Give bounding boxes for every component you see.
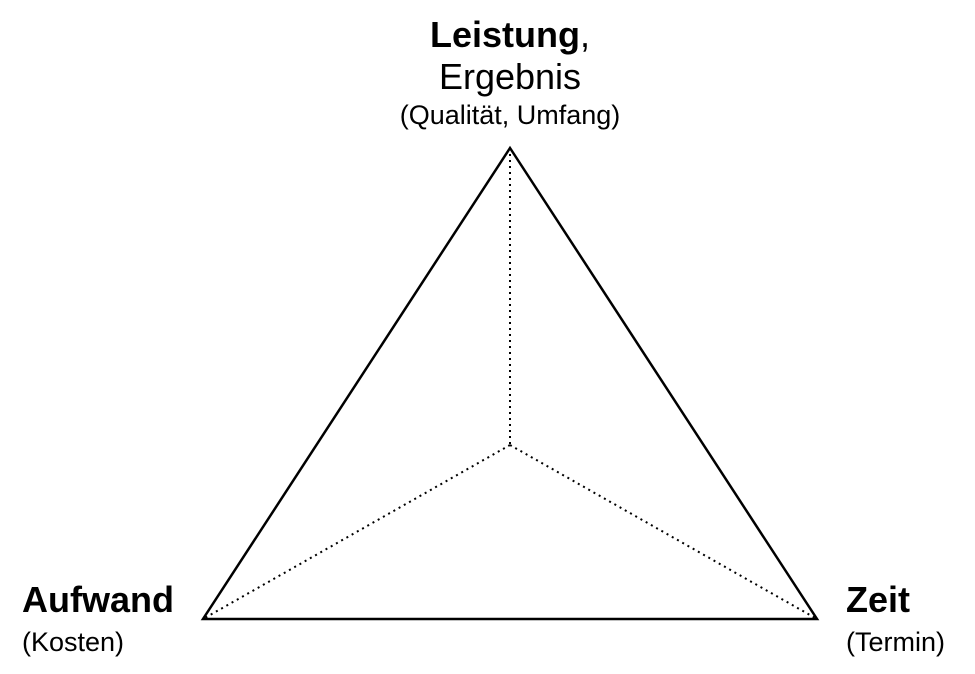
top-title-suffix: , bbox=[579, 14, 590, 55]
top-subtitle: Ergebnis bbox=[438, 56, 582, 97]
right-title: Zeit bbox=[846, 579, 911, 620]
triangle-outline bbox=[200, 145, 820, 621]
right-detail: (Termin) bbox=[846, 627, 945, 657]
top-title-line: Leistung, bbox=[310, 14, 710, 56]
dotted-line-right bbox=[509, 444, 818, 620]
top-title: Leistung bbox=[429, 14, 580, 55]
left-title: Aufwand bbox=[22, 579, 174, 620]
top-vertex-label: Leistung, Ergebnis (Qualität, Umfang) bbox=[310, 14, 710, 132]
top-detail: (Qualität, Umfang) bbox=[399, 100, 621, 130]
left-detail: (Kosten) bbox=[22, 627, 125, 657]
dotted-line-left bbox=[202, 444, 511, 620]
